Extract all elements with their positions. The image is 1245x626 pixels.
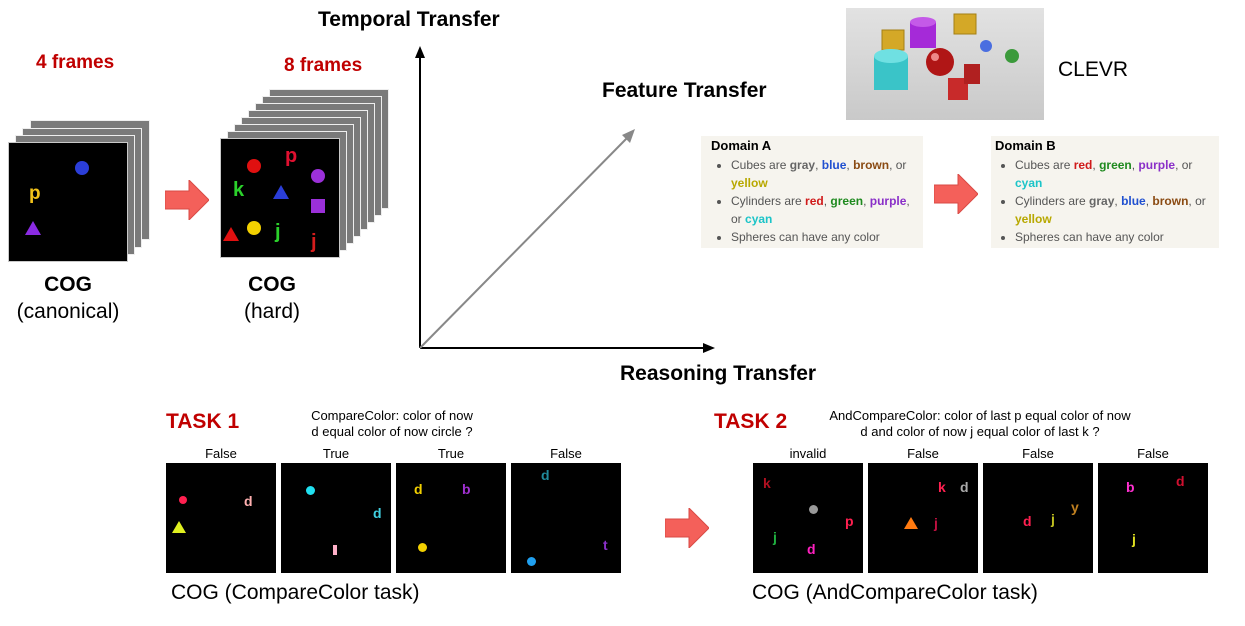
task2-title: TASK 2	[714, 410, 788, 433]
task1-title: TASK 1	[166, 410, 240, 433]
letter-b-glyph: b	[462, 481, 471, 497]
letter-p-glyph: p	[285, 145, 298, 167]
task2-question: AndCompareColor: color of last p equal c…	[800, 408, 1160, 440]
letter-d-glyph: d	[807, 541, 816, 557]
letter-p-glyph: p	[845, 513, 854, 529]
task1-panel-label: False	[205, 446, 237, 461]
red-circle-shape	[179, 496, 187, 504]
right-arrow-icon	[934, 174, 978, 214]
eight-frames-label: 8 frames	[284, 55, 363, 76]
domain-a-item: Cubes are gray, blue, brown, or yellow	[731, 156, 917, 192]
task2-panel-label: False	[1137, 446, 1169, 461]
red-triangle-shape	[223, 227, 239, 241]
letter-j-glyph: j	[773, 529, 777, 545]
domain-b-item: Spheres can have any color	[1015, 228, 1213, 246]
purple-circle-shape	[311, 169, 325, 183]
task1-question: CompareColor: color of now d equal color…	[282, 408, 502, 440]
task2-frame: b d j	[1098, 463, 1208, 573]
letter-d-glyph: d	[373, 505, 382, 521]
temporal-axis-arrowhead	[415, 46, 425, 58]
four-frames-label: 4 frames	[36, 52, 115, 73]
task1-question-line2: d equal color of now circle ?	[311, 424, 473, 439]
cyan-circle-shape	[306, 486, 315, 495]
cog-canonical-title: COG	[44, 273, 92, 296]
task1-frame: d t	[511, 463, 621, 573]
letter-d-glyph: d	[244, 493, 253, 509]
letter-d-glyph: d	[541, 467, 550, 483]
yellow-circle-shape	[418, 543, 427, 552]
letter-p-glyph: p	[29, 183, 41, 204]
letter-j-glyph: j	[1051, 511, 1055, 527]
task1-frame: d	[166, 463, 276, 573]
letter-d-glyph: d	[414, 481, 423, 497]
task1-panel-label: False	[550, 446, 582, 461]
task2-frame: k j d p	[753, 463, 863, 573]
task2-panel-label: False	[907, 446, 939, 461]
task1-panel-label: True	[322, 446, 350, 461]
clevr-label: CLEVR	[1058, 58, 1129, 81]
task1-caption: COG (CompareColor task)	[171, 581, 420, 604]
letter-t-glyph: t	[603, 537, 608, 553]
temporal-transfer-label: Temporal Transfer	[318, 8, 500, 31]
task2-panel-label: invalid	[789, 446, 827, 461]
right-arrow-icon	[165, 180, 209, 220]
stack-frame-front: p k j j	[220, 138, 340, 258]
feature-axis-line	[419, 135, 630, 349]
domain-a-item: Cylinders are red, green, purple, or cya…	[731, 192, 917, 228]
letter-y-glyph: y	[1071, 499, 1079, 515]
letter-k-glyph: k	[938, 479, 946, 495]
domain-a-title: Domain A	[711, 138, 772, 153]
letter-k-glyph: k	[763, 475, 771, 491]
cog-hard-title: COG	[248, 273, 296, 296]
domain-a-item: Spheres can have any color	[731, 228, 917, 246]
gray-blob-shape	[809, 505, 818, 514]
right-arrow-icon	[665, 508, 709, 548]
cog-hard-subtitle: (hard)	[243, 300, 301, 323]
domain-a-box: Domain A Cubes are gray, blue, brown, or…	[701, 136, 923, 248]
letter-d-glyph: d	[1023, 513, 1032, 529]
domain-b-item: Cubes are red, green, purple, or cyan	[1015, 156, 1213, 192]
task2-frame: d j y	[983, 463, 1093, 573]
cog-canonical-subtitle: (canonical)	[16, 300, 120, 323]
task1-question-line1: CompareColor: color of now	[311, 408, 473, 423]
letter-j-glyph: j	[311, 231, 317, 253]
task2-caption: COG (AndCompareColor task)	[752, 581, 1038, 604]
letter-j-glyph: j	[934, 515, 938, 531]
task2-frame: k d j	[868, 463, 978, 573]
yellow-circle-shape	[247, 221, 261, 235]
task2-question-line2: d and color of now j equal color of last…	[860, 424, 1100, 439]
purple-triangle-shape	[25, 221, 41, 235]
blue-circle-shape	[527, 557, 536, 566]
clevr-scene-image	[846, 8, 1044, 120]
letter-j-glyph: j	[275, 221, 281, 243]
orange-triangle-shape	[904, 517, 918, 529]
task1-frame: d b	[396, 463, 506, 573]
task2-question-line1: AndCompareColor: color of last p equal c…	[829, 408, 1131, 423]
feature-transfer-label: Feature Transfer	[602, 79, 767, 102]
letter-d-glyph: d	[1176, 473, 1185, 489]
task1-frame: d	[281, 463, 391, 573]
reasoning-transfer-label: Reasoning Transfer	[620, 362, 817, 385]
red-circle-shape	[247, 159, 261, 173]
stack-frame-front: p	[8, 142, 128, 262]
feature-axis-arrowhead	[622, 129, 635, 143]
letter-j-glyph: j	[1132, 531, 1136, 547]
letter-b-glyph: b	[1126, 479, 1135, 495]
domain-b-item: Cylinders are gray, blue, brown, or yell…	[1015, 192, 1213, 228]
blue-circle-shape	[75, 161, 89, 175]
task2-panel-label: False	[1022, 446, 1054, 461]
pink-bar-shape	[333, 545, 337, 555]
yellow-triangle-shape	[172, 521, 186, 533]
transfer-axes	[415, 46, 715, 353]
letter-d-glyph: d	[960, 479, 969, 495]
purple-square-shape	[311, 199, 325, 213]
reasoning-axis-arrowhead	[703, 343, 715, 353]
domain-b-title: Domain B	[995, 138, 1056, 153]
task1-panel-label: True	[437, 446, 465, 461]
blue-triangle-shape	[273, 185, 289, 199]
letter-k-glyph: k	[233, 179, 245, 201]
domain-b-box: Domain B Cubes are red, green, purple, o…	[991, 136, 1219, 248]
